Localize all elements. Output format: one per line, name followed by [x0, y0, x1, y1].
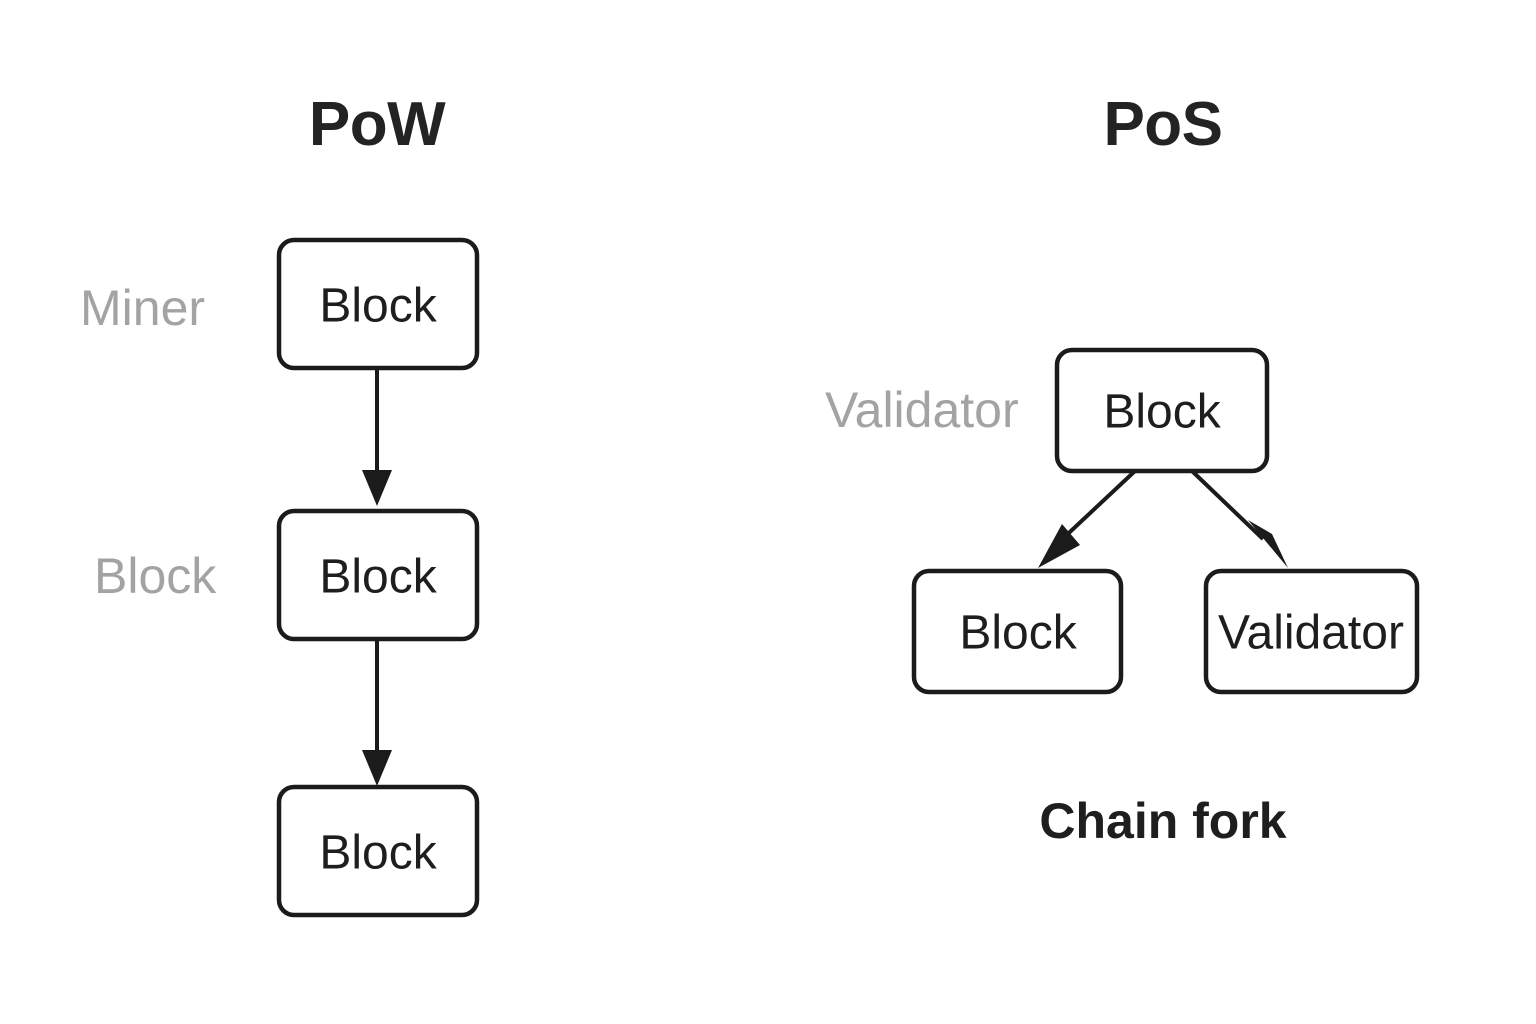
pos-block-parent-box	[1054, 347, 1270, 474]
pos-validator-child-label: Validator	[1218, 607, 1404, 660]
pos-side-label-validator: Validator	[825, 382, 1019, 438]
pow-arrow-2-to-3-head	[362, 750, 392, 786]
pow-arrow-1-to-2	[362, 368, 392, 506]
pos-arrow-parent-to-validator-line	[1190, 469, 1265, 541]
pos-column-title: PoS	[1103, 90, 1222, 159]
pow-block-node-1[interactable]: Block	[276, 237, 480, 371]
pow-arrow-1-to-2-head	[362, 470, 392, 506]
pow-side-label-block: Block	[94, 548, 217, 604]
pow-block-node-3-label: Block	[319, 827, 437, 880]
pos-validator-child-node[interactable]: Validator	[1203, 568, 1420, 695]
pow-block-node-1-label: Block	[319, 280, 437, 333]
pos-block-child-node[interactable]: Block	[911, 568, 1124, 695]
pow-side-label-miner: Miner	[80, 280, 205, 336]
pos-caption-chain-fork: Chain fork	[1039, 793, 1286, 849]
pos-block-child-label: Block	[959, 607, 1077, 660]
pow-column-title: PoW	[309, 90, 446, 159]
pow-block-node-3[interactable]: Block	[276, 784, 480, 918]
pos-arrow-parent-to-block-head	[1038, 524, 1080, 568]
pow-block-node-2-label: Block	[319, 551, 437, 604]
pos-validator-child-box	[1203, 568, 1420, 695]
pos-arrow-parent-to-block	[1038, 469, 1137, 568]
pos-arrow-parent-to-validator	[1190, 469, 1288, 568]
pos-arrow-parent-to-validator-head	[1248, 520, 1288, 568]
pos-block-parent-label: Block	[1103, 386, 1221, 439]
pow-arrow-2-to-3	[362, 639, 392, 786]
pow-block-node-3-box	[276, 784, 480, 918]
pos-block-child-box	[911, 568, 1124, 695]
pos-block-parent-node[interactable]: Block	[1054, 347, 1270, 474]
pow-block-node-2[interactable]: Block	[276, 508, 480, 642]
